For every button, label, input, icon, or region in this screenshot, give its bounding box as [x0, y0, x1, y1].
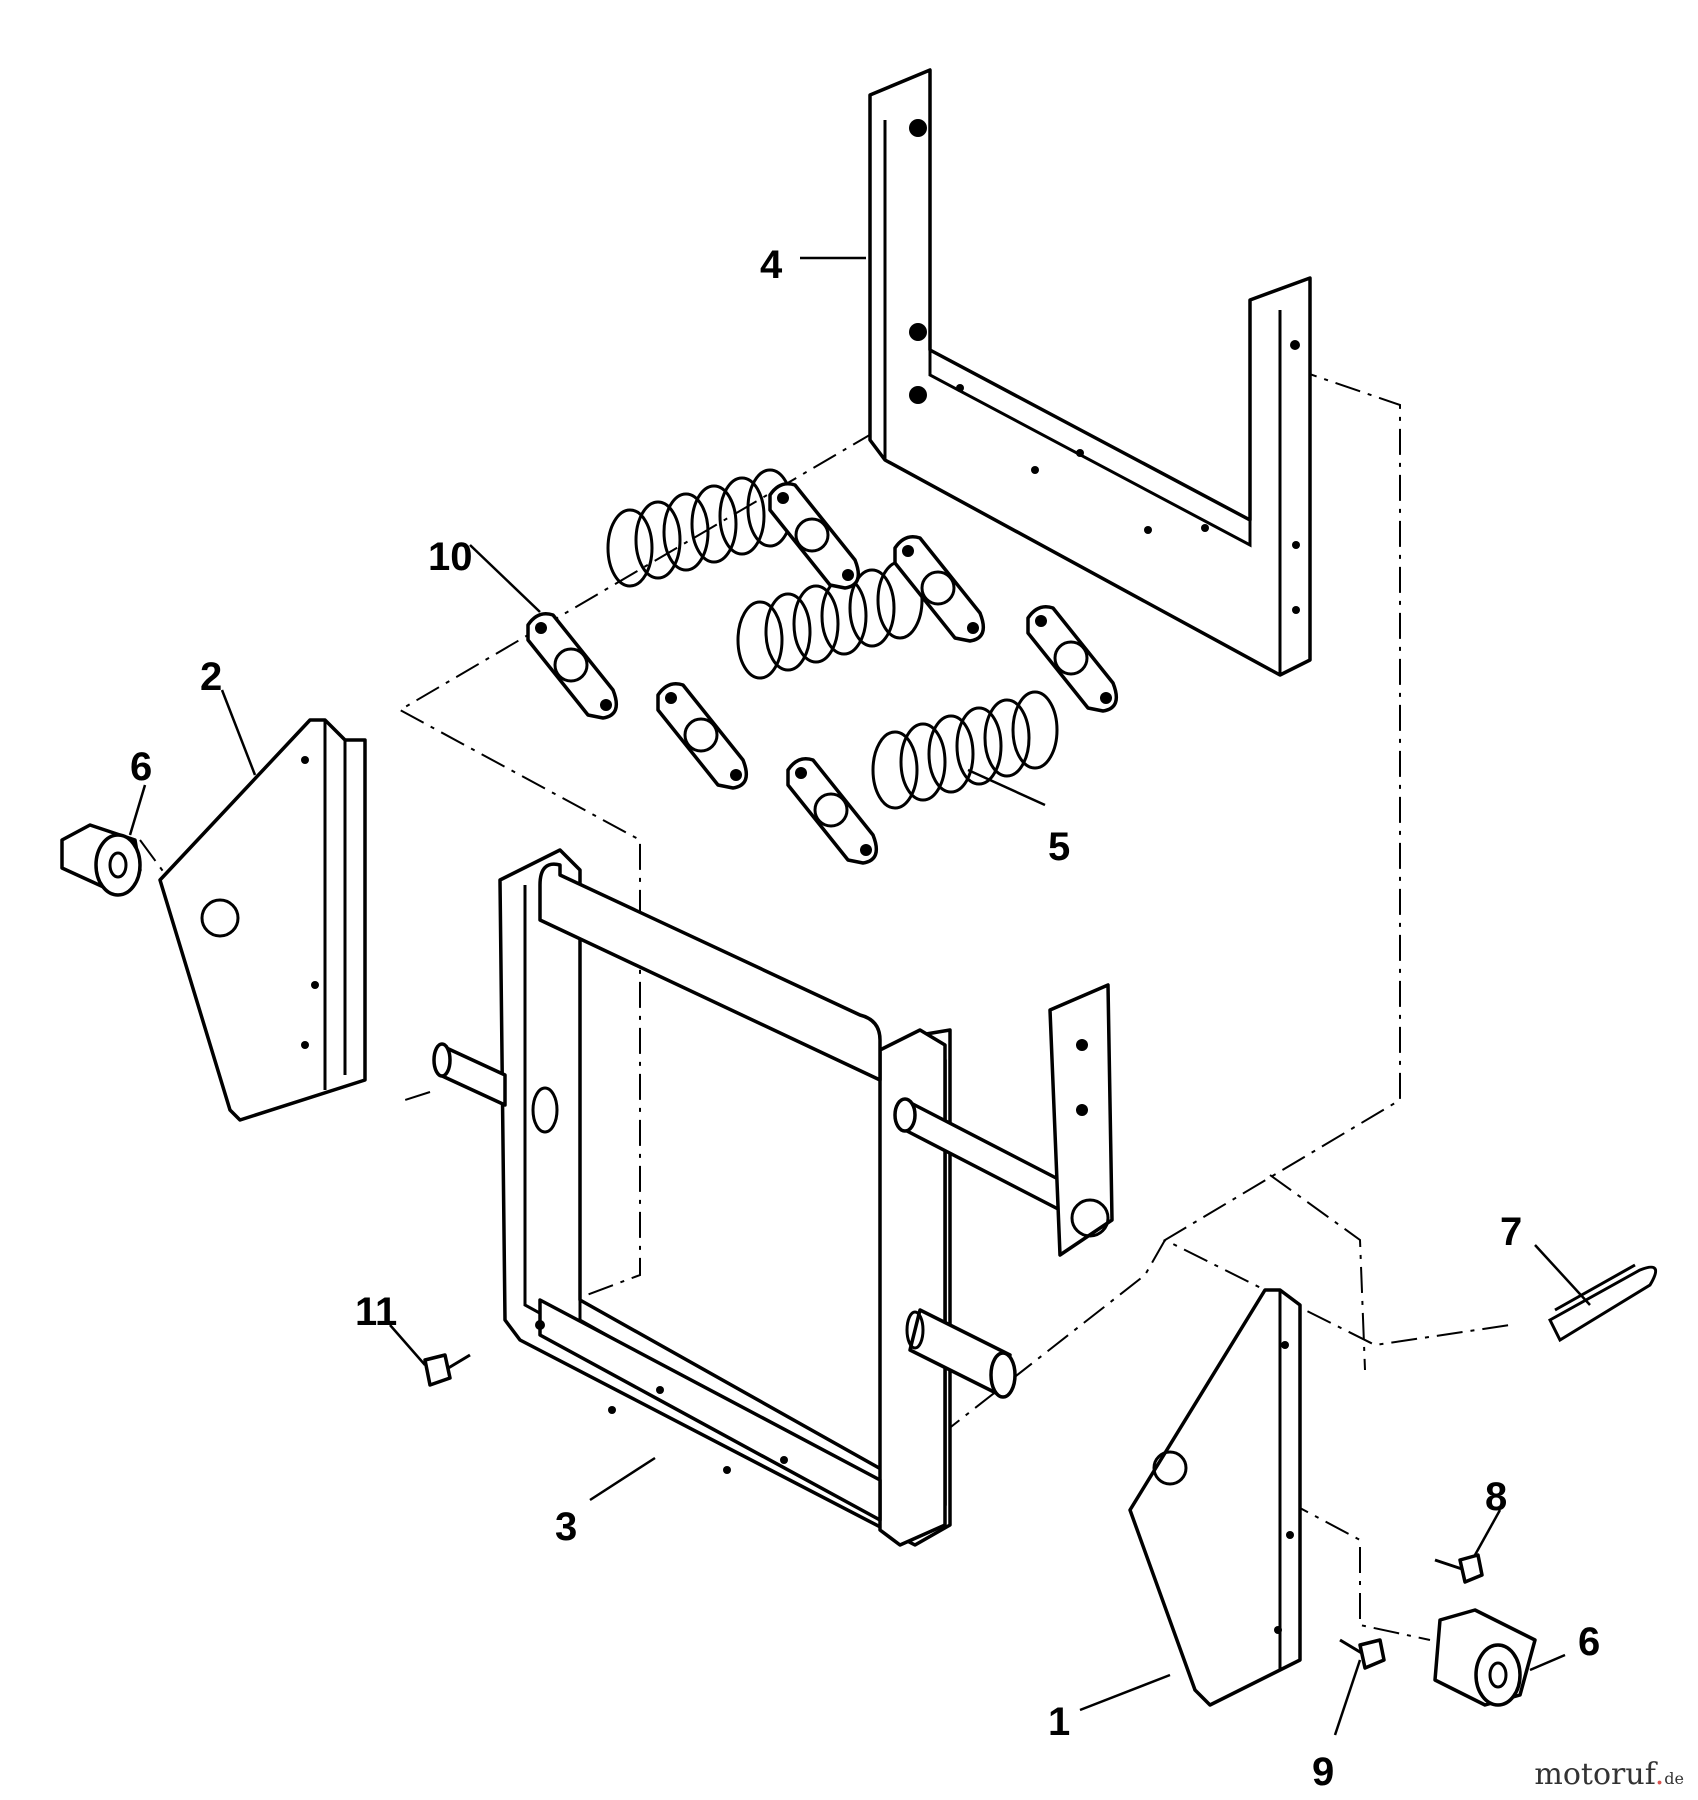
- watermark-dot: .: [1654, 1757, 1665, 1792]
- spring-plate: [786, 757, 879, 865]
- small-plate: [1048, 983, 1114, 1257]
- part-5-springs: [606, 468, 1059, 810]
- part-9-screw: [1339, 1638, 1386, 1670]
- part-7-hairpin-clip: [1548, 1263, 1658, 1343]
- part-4-u-bracket: [868, 68, 1312, 677]
- spring-top: [606, 468, 794, 588]
- callout-6-left: 6: [130, 745, 152, 789]
- callout-8: 8: [1485, 1475, 1507, 1519]
- spring-plate: [1026, 605, 1119, 713]
- callout-1: 1: [1048, 1700, 1070, 1744]
- callout-11: 11: [355, 1290, 397, 1334]
- spring-plate: [768, 482, 861, 590]
- spring-bottom: [871, 690, 1059, 810]
- part-2-left-plate: [158, 718, 367, 1122]
- callout-10: 10: [428, 535, 473, 579]
- spring-plate: [656, 682, 749, 790]
- part-8-screw: [1434, 1553, 1484, 1584]
- part-11-screw: [423, 1353, 471, 1387]
- spring-plate: [526, 612, 619, 720]
- leader-lines: [128, 256, 1591, 1736]
- callout-9: 9: [1312, 1750, 1334, 1794]
- callout-7: 7: [1500, 1210, 1522, 1254]
- callout-5: 5: [1048, 825, 1070, 869]
- watermark: motoruf.de: [1534, 1757, 1684, 1792]
- part-3-frame: [498, 848, 952, 1547]
- part-6-right-bushing: [1433, 1608, 1537, 1707]
- pin-left: [432, 1042, 507, 1107]
- callout-4: 4: [760, 243, 783, 287]
- spring-plate: [893, 535, 986, 643]
- part-1-right-plate: [1128, 1288, 1302, 1707]
- callout-2: 2: [200, 655, 222, 699]
- part-10-spring-plates: [526, 482, 1119, 865]
- callout-6-right: 6: [1578, 1620, 1600, 1664]
- callout-3: 3: [555, 1505, 577, 1549]
- part-6-left-bushing: [60, 823, 142, 897]
- watermark-tld: de: [1664, 1769, 1684, 1788]
- watermark-text: motoruf: [1534, 1757, 1655, 1792]
- pin: [905, 1308, 1017, 1399]
- callout-labels: 4 10 2 6 5 7 11 3 8 6 1 9: [130, 243, 1600, 1794]
